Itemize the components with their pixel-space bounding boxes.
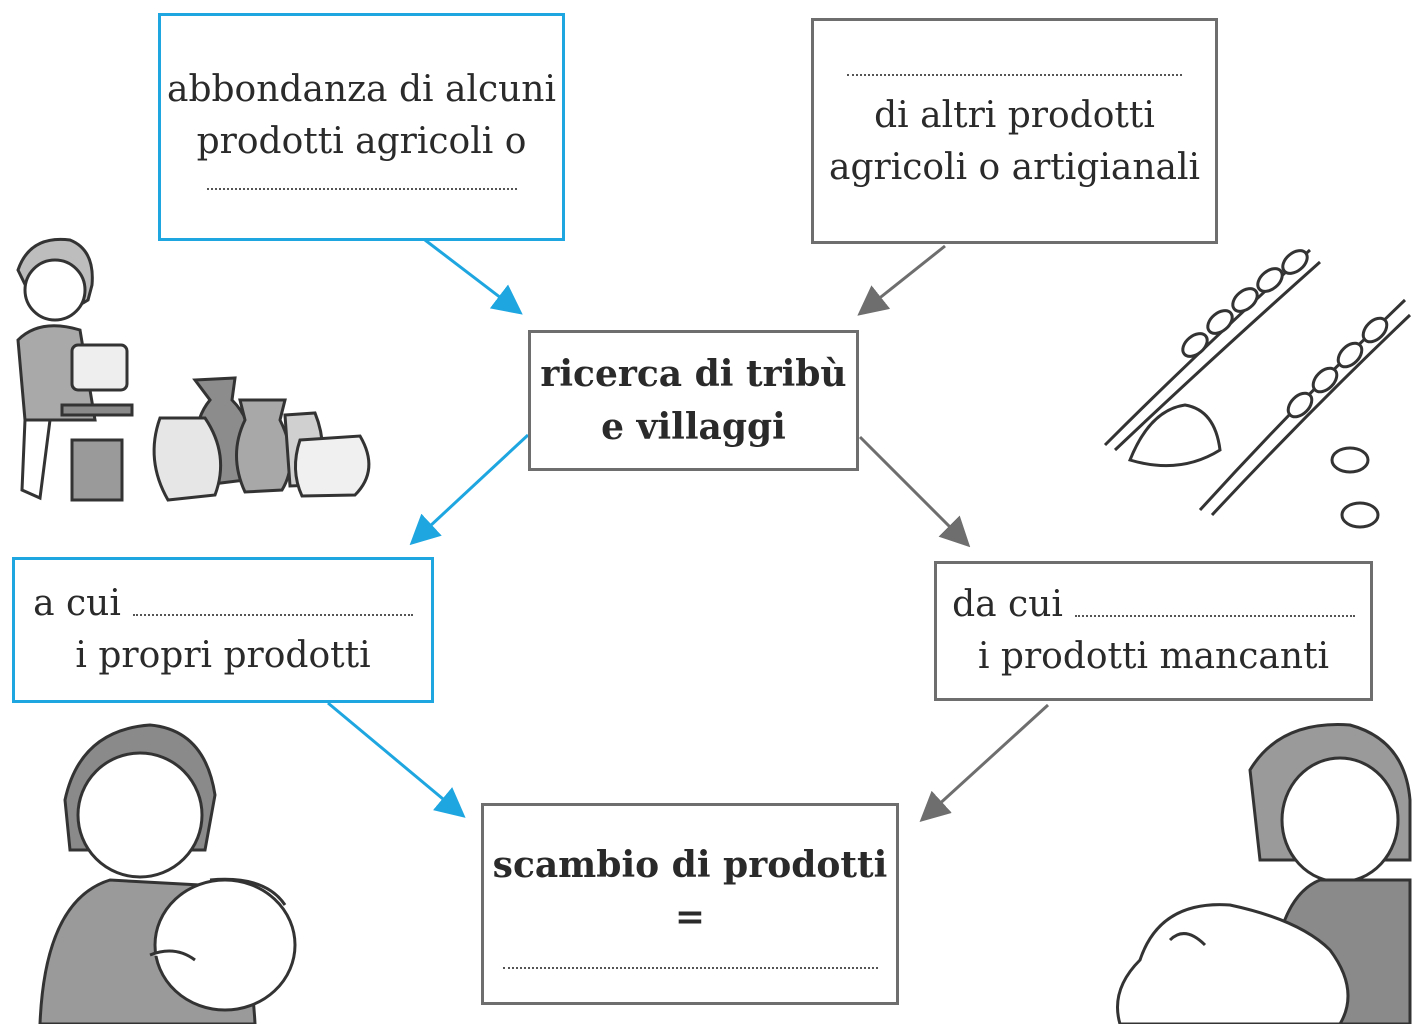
give-prefix: a cui bbox=[33, 582, 121, 624]
abundance-line-2: prodotti agricoli o bbox=[196, 121, 527, 162]
give-box: a cui i propri prodotti bbox=[12, 557, 434, 703]
exchange-line-1: scambio di prodotti bbox=[492, 843, 888, 886]
search-line-2: e villaggi bbox=[601, 405, 786, 448]
arrow-topright-to-center bbox=[857, 244, 946, 316]
girl-with-jar-illustration bbox=[38, 723, 297, 1024]
exchange-equals: = bbox=[674, 896, 706, 938]
lack-line-1: di altri prodotti bbox=[874, 94, 1155, 136]
arrow-midright-to-bottom bbox=[919, 703, 1050, 823]
answer-blank[interactable] bbox=[502, 961, 878, 970]
arrow-center-to-midright bbox=[858, 435, 971, 548]
boy-with-sack-illustration bbox=[1116, 723, 1412, 1024]
get-prefix: da cui bbox=[952, 583, 1063, 625]
answer-blank[interactable] bbox=[206, 182, 517, 191]
potter-boy-illustration bbox=[16, 237, 134, 502]
lack-line-2: agricoli o artigianali bbox=[828, 147, 1200, 188]
answer-blank[interactable] bbox=[847, 68, 1182, 76]
give-line-2: i propri prodotti bbox=[75, 635, 371, 676]
search-box: ricerca di tribù e villaggi bbox=[528, 330, 859, 471]
wheat-illustration bbox=[1103, 248, 1412, 529]
clay-pots-illustration bbox=[152, 376, 371, 502]
get-box: da cui i prodotti mancanti bbox=[934, 561, 1373, 701]
exchange-box: scambio di prodotti = bbox=[481, 803, 899, 1005]
answer-blank[interactable] bbox=[132, 608, 413, 616]
arrow-topleft-to-center bbox=[424, 238, 523, 315]
get-line-1: da cui bbox=[952, 579, 1355, 631]
get-line-2: i prodotti mancanti bbox=[977, 636, 1330, 677]
search-line-1: ricerca di tribù bbox=[540, 353, 847, 396]
abundance-line-1: abbondanza di alcuni bbox=[166, 68, 556, 110]
answer-blank[interactable] bbox=[1074, 609, 1355, 617]
arrow-center-to-midleft bbox=[409, 433, 530, 546]
arrow-midleft-to-bottom bbox=[327, 701, 466, 818]
abundance-box: abbondanza di alcuni prodotti agricoli o bbox=[158, 13, 565, 241]
give-line-1: a cui bbox=[33, 578, 413, 630]
lack-box: di altri prodotti agricoli o artigianali bbox=[811, 18, 1218, 244]
